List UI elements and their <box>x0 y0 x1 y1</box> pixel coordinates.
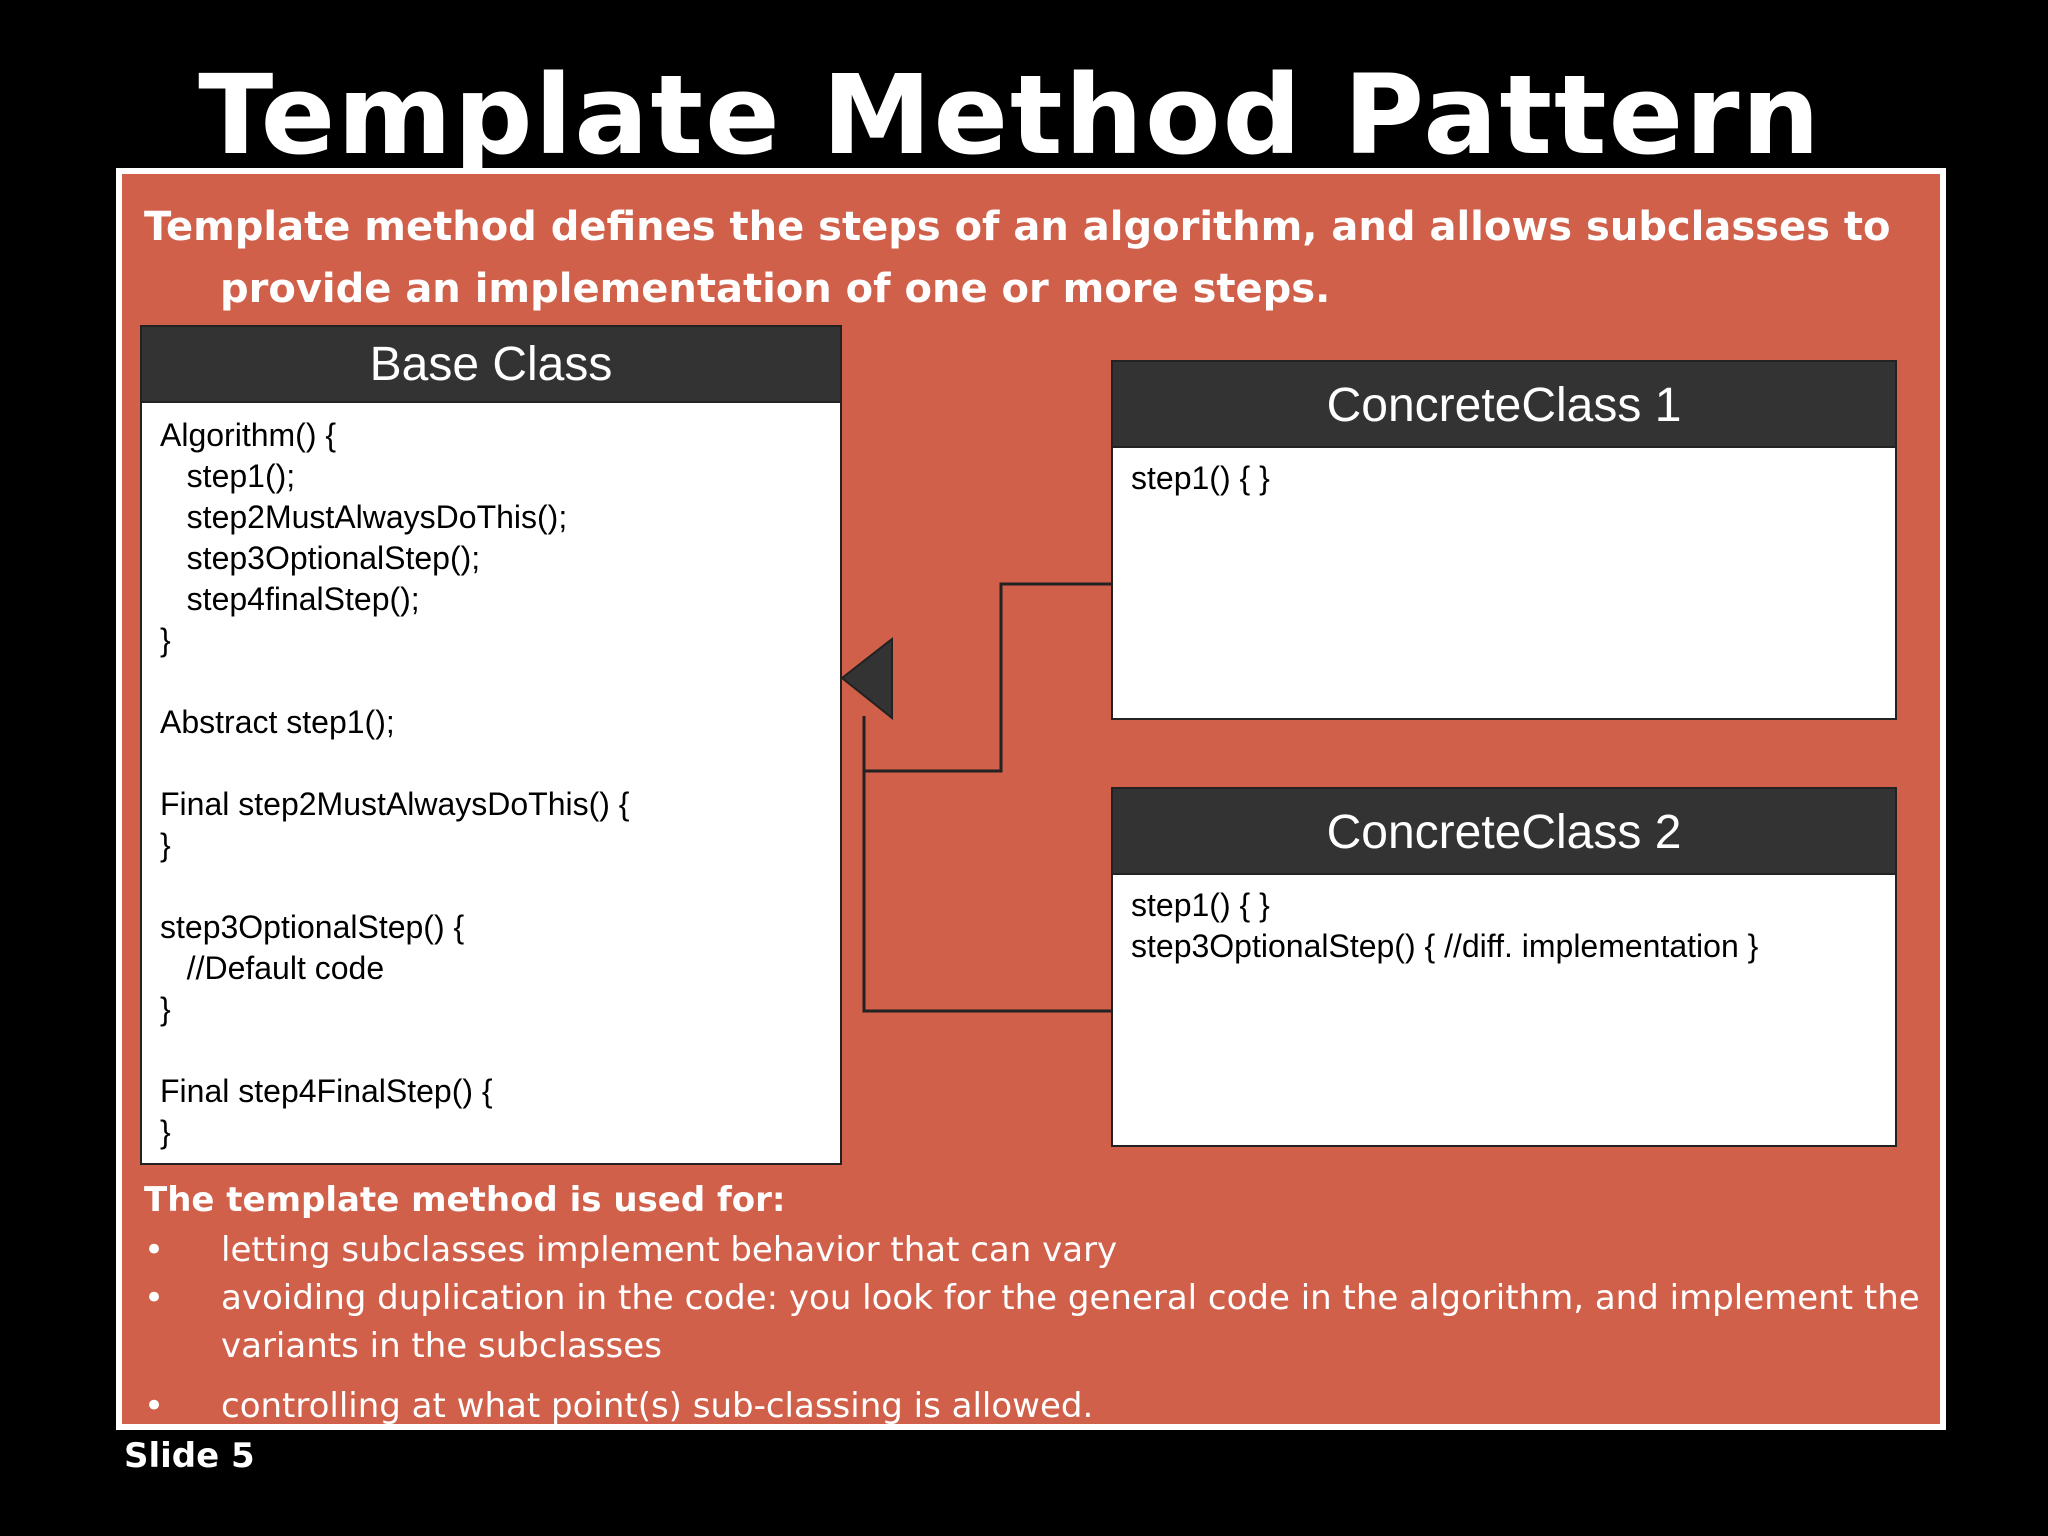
concrete-class-2-box: ConcreteClass 2 step1() { } step3Optiona… <box>1111 787 1897 1147</box>
list-item: •letting subclasses implement behavior t… <box>144 1226 1924 1274</box>
intro-text: Template method defines the steps of an … <box>144 196 1924 320</box>
bullet-icon: • <box>144 1278 165 1318</box>
base-class-box: Base Class Algorithm() { step1(); step2M… <box>140 325 842 1165</box>
intro-line-2: provide an implementation of one or more… <box>220 266 1331 312</box>
concrete-class-2-header: ConcreteClass 2 <box>1113 789 1895 875</box>
base-class-header: Base Class <box>142 327 840 403</box>
concrete-class-2-code: step1() { } step3OptionalStep() { //diff… <box>1131 887 1759 964</box>
connector-concrete1 <box>864 582 1111 773</box>
list-item: •controlling at what point(s) sub-classi… <box>144 1382 1924 1430</box>
list-item: •avoiding duplication in the code: you l… <box>144 1274 1924 1370</box>
intro-line-1: Template method defines the steps of an … <box>144 204 1891 250</box>
slide-title: Template Method Pattern <box>198 51 1822 179</box>
concrete-class-1-code: step1() { } <box>1131 460 1270 496</box>
usage-list: •letting subclasses implement behavior t… <box>144 1226 1924 1430</box>
concrete-class-1-header: ConcreteClass 1 <box>1113 362 1895 448</box>
slide-number: Slide 5 <box>124 1436 255 1476</box>
connector-concrete2 <box>862 716 1111 1013</box>
bullet-icon: • <box>144 1230 165 1270</box>
usage-section: The template method is used for: •lettin… <box>144 1174 1924 1430</box>
inheritance-connectors <box>840 582 1111 1013</box>
concrete-class-1-box: ConcreteClass 1 step1() { } <box>1111 360 1897 720</box>
base-class-code: Algorithm() { step1(); step2MustAlwaysDo… <box>160 417 630 1150</box>
inheritance-arrow <box>840 636 893 721</box>
usage-heading: The template method is used for: <box>144 1180 786 1220</box>
bullet-icon: • <box>144 1386 165 1426</box>
content-panel: Template method defines the steps of an … <box>116 168 1946 1430</box>
